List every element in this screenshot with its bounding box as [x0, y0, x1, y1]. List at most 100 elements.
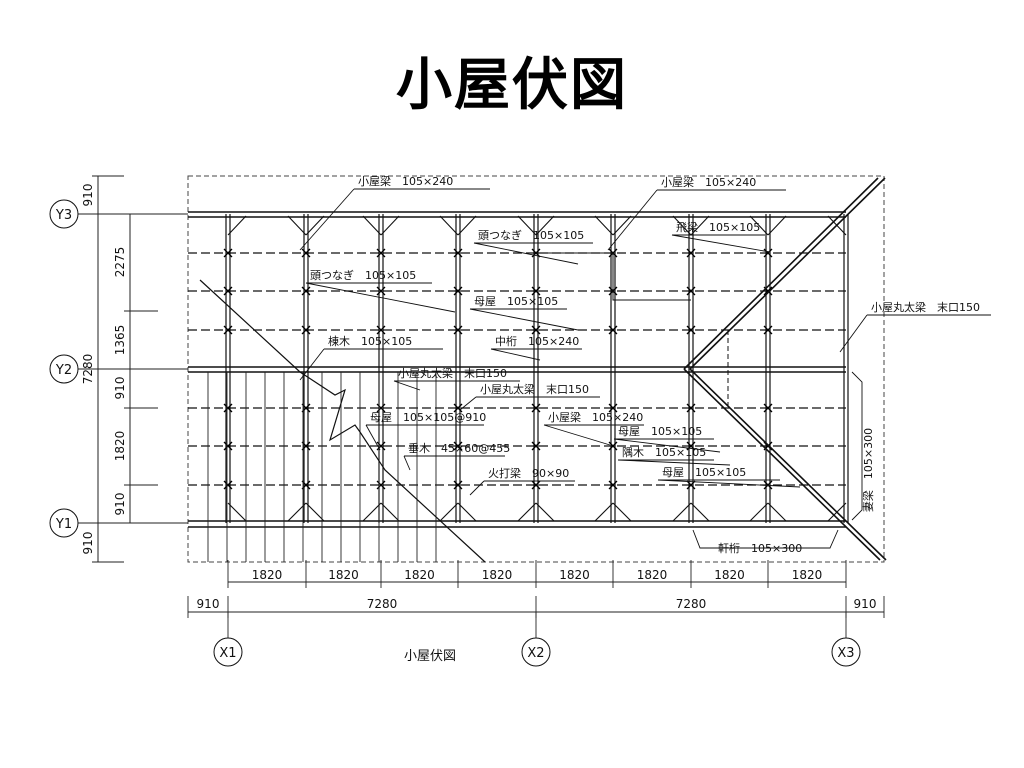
post-cross-mark	[686, 248, 696, 258]
grid-label-y: Y2	[55, 363, 72, 378]
fire-brace	[380, 215, 400, 236]
post-cross-mark	[376, 403, 386, 413]
fire-brace	[380, 502, 400, 522]
fire-brace	[612, 215, 632, 236]
label-leader	[305, 282, 456, 313]
dim-text: 2275	[113, 247, 127, 278]
hip-rafter	[689, 368, 887, 561]
grid-label-x: X3	[837, 646, 854, 661]
fire-brace	[767, 502, 787, 522]
post-cross-mark	[531, 325, 541, 335]
post-cross-mark	[223, 480, 233, 490]
dim-text: 7280	[676, 597, 707, 611]
post-cross-mark	[301, 286, 311, 296]
fire-brace	[439, 502, 459, 522]
fire-brace	[535, 215, 555, 236]
grid-bubble-y	[49, 508, 79, 538]
member-label: 火打梁 90×90	[488, 466, 569, 480]
fire-brace	[439, 215, 459, 236]
fire-brace	[612, 502, 632, 522]
post-cross-mark	[376, 286, 386, 296]
post-cross-mark	[223, 286, 233, 296]
member-label-vertical: 妻梁 105×300	[861, 428, 875, 512]
dim-text: 7280	[367, 597, 398, 611]
fire-brace	[362, 502, 382, 522]
dim-text: 910	[81, 532, 95, 555]
fire-brace	[594, 502, 614, 522]
dim-text: 1820	[637, 568, 668, 582]
post-cross-mark	[223, 325, 233, 335]
post-cross-mark	[763, 325, 773, 335]
dim-text: 1820	[559, 568, 590, 582]
framing-drawing	[187, 175, 887, 563]
grid-label-x: X2	[527, 646, 544, 661]
fire-brace	[767, 215, 787, 236]
fire-brace	[690, 502, 710, 522]
post-cross-mark	[301, 248, 311, 258]
dim-text: 1820	[482, 568, 513, 582]
member-label: 小屋丸太梁 末口150	[871, 300, 980, 314]
fire-brace	[690, 215, 710, 236]
grid-bubble-x	[521, 637, 551, 667]
dim-text: 910	[197, 597, 220, 611]
post-cross-mark	[686, 325, 696, 335]
fire-brace	[227, 215, 247, 236]
fire-brace	[287, 215, 307, 236]
post-cross-mark	[223, 248, 233, 258]
dim-text: 910	[113, 377, 127, 400]
dim-text: 1820	[252, 568, 283, 582]
post-cross-mark	[686, 403, 696, 413]
drawing-caption: 小屋伏図	[404, 649, 456, 664]
fire-brace	[749, 502, 769, 522]
post-cross-mark	[763, 403, 773, 413]
post-cross-mark	[686, 286, 696, 296]
grid-bubble-y	[49, 354, 79, 384]
label-leader	[617, 459, 731, 466]
post-cross-mark	[376, 325, 386, 335]
grid-bubble-x	[213, 637, 243, 667]
dim-text: 910	[113, 493, 127, 516]
member-label: 棟木 105×105	[328, 334, 412, 348]
dim-text: 1820	[792, 568, 823, 582]
member-label: 小屋梁 105×240	[548, 410, 643, 424]
post-cross-mark	[453, 480, 463, 490]
label-leader	[613, 438, 721, 453]
post-cross-mark	[301, 325, 311, 335]
fire-brace	[517, 502, 537, 522]
post-cross-mark	[531, 480, 541, 490]
label-leader	[403, 455, 411, 471]
post-cross-mark	[608, 441, 618, 451]
post-cross-mark	[376, 248, 386, 258]
member-label: 母屋 105×105	[618, 425, 702, 438]
post-cross-mark	[453, 403, 463, 413]
post-cross-mark	[608, 480, 618, 490]
label-leader	[671, 234, 771, 253]
hip-rafter	[683, 368, 881, 561]
grid-label-y: Y1	[55, 517, 72, 532]
label-leader	[393, 380, 421, 391]
dim-text: 1820	[714, 568, 745, 582]
label-leader	[459, 396, 477, 411]
dim-text: 1820	[113, 431, 127, 462]
fire-brace	[517, 215, 537, 236]
post-cross-mark	[223, 403, 233, 413]
label-leader	[839, 314, 868, 353]
label-leader	[473, 242, 579, 265]
member-label: 母屋 105×105	[662, 466, 746, 479]
fire-brace	[457, 215, 477, 236]
label-leader	[299, 188, 355, 251]
hip-rafter	[689, 177, 886, 370]
post-cross-mark	[453, 325, 463, 335]
fire-brace	[305, 502, 325, 522]
member-label: 母屋 105×105	[474, 295, 558, 308]
break-line	[199, 279, 486, 563]
grid-label-y: Y3	[55, 208, 72, 223]
grid-bubble-x	[831, 637, 861, 667]
post-cross-mark	[223, 441, 233, 451]
slide-title: 小屋伏図	[396, 53, 628, 118]
post-cross-mark	[531, 441, 541, 451]
